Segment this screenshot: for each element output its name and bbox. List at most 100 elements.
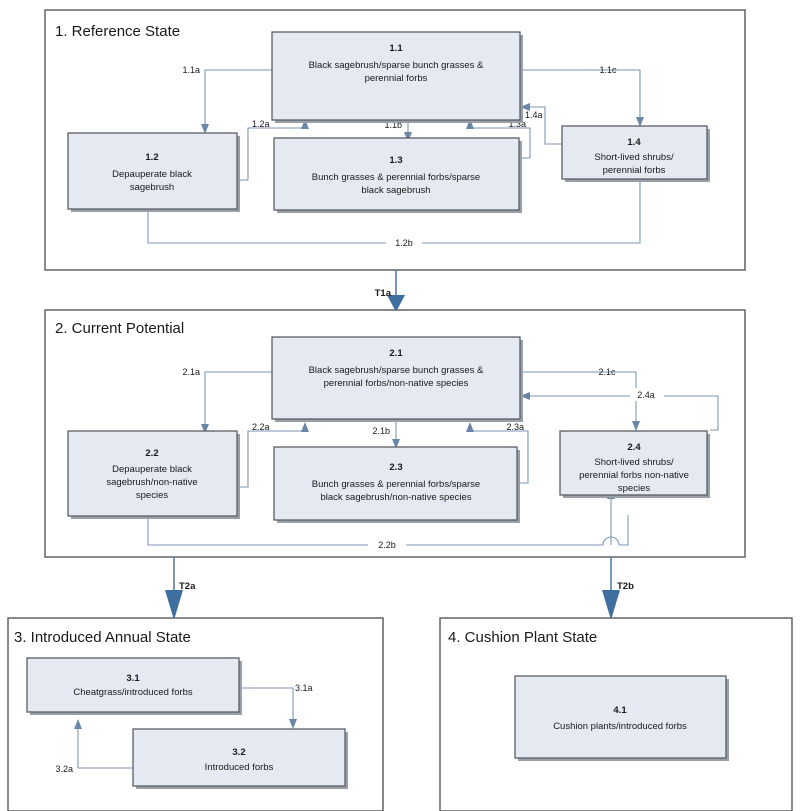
state-title-2: 2. Current Potential xyxy=(55,320,184,337)
node-1-1-line1: Black sagebrush/sparse bunch grasses & xyxy=(309,60,484,71)
edge-label-2-1b: 2.1b xyxy=(372,426,390,436)
node-1-4-line2: perennial forbs xyxy=(603,165,666,176)
edge-label-1-1b: 1.1b xyxy=(384,120,402,130)
arrowhead-t1a xyxy=(387,295,405,312)
connector-3-2a xyxy=(77,728,133,769)
arrowhead-1-1b xyxy=(404,132,412,142)
edge-label-2-1a: 2.1a xyxy=(182,367,200,377)
node-2-3-line1: Bunch grasses & perennial forbs/sparse xyxy=(312,479,480,490)
connectors-state-2: 2.1a 2.2a 2.1b 2.3a 2.1c 2.4a 2.2b xyxy=(147,367,719,552)
connector-2-2b-right xyxy=(619,515,629,546)
node-1-3[interactable]: 1.3 Bunch grasses & perennial forbs/spar… xyxy=(273,137,522,213)
transition-label-t2a: T2a xyxy=(179,581,196,592)
edge-label-2-1c: 2.1c xyxy=(598,367,616,377)
arrowhead-1-4a xyxy=(520,103,530,111)
edge-label-bg-2-4a xyxy=(630,388,664,401)
edge-label-1-1c: 1.1c xyxy=(599,65,617,75)
node-2-2-line1: Depauperate black xyxy=(112,464,192,475)
transition-t2b: T2b xyxy=(602,557,634,620)
connector-3-1a xyxy=(242,687,294,720)
node-1-4-line1: Short-lived shrubs/ xyxy=(594,152,674,163)
connector-1-1a xyxy=(204,69,272,125)
node-2-3[interactable]: 2.3 Bunch grasses & perennial forbs/spar… xyxy=(273,446,520,523)
connector-2-1a xyxy=(204,371,272,425)
node-2-4-line2: perennial forbs non-native xyxy=(579,470,689,481)
arrowhead-1-1a xyxy=(201,124,209,134)
arrowhead-t2a xyxy=(165,590,183,620)
node-2-4-line1: Short-lived shrubs/ xyxy=(594,457,674,468)
node-4-1-number: 4.1 xyxy=(613,705,627,716)
connectors-state-1: 1.1a 1.2a 1.1b 1.3a 1.1c 1.4a 1.2b xyxy=(147,65,644,250)
arrowhead-3-1a xyxy=(289,719,297,729)
arrowhead-2-1a xyxy=(201,424,209,434)
node-2-1-number: 2.1 xyxy=(389,348,403,359)
edge-label-3-1a: 3.1a xyxy=(295,683,313,693)
node-1-3-line2: black sagebrush xyxy=(361,185,430,196)
transition-t1a: T1a xyxy=(375,270,405,312)
connector-2-2b-left xyxy=(147,519,603,546)
node-3-2-number: 3.2 xyxy=(232,747,245,758)
edge-label-1-2a: 1.2a xyxy=(252,119,270,129)
connector-1-2a xyxy=(240,127,305,181)
connectors-state-3: 3.1a 3.2a xyxy=(55,683,312,774)
node-2-2-number: 2.2 xyxy=(145,448,158,459)
arrowhead-2-4a xyxy=(520,392,530,400)
node-1-2-number: 1.2 xyxy=(145,152,158,163)
node-1-3-number: 1.3 xyxy=(389,155,402,166)
arrowhead-2-2a xyxy=(301,422,309,432)
node-1-4[interactable]: 1.4 Short-lived shrubs/ perennial forbs xyxy=(561,125,710,182)
node-2-4-line3: species xyxy=(618,483,650,494)
connector-1-3a xyxy=(470,127,531,159)
state-title-4: 4. Cushion Plant State xyxy=(448,629,597,646)
connector-2-3a xyxy=(470,430,529,484)
connector-2-2a xyxy=(240,430,305,488)
node-2-2-line2: sagebrush/non-native xyxy=(106,477,197,488)
arrowhead-1-1c xyxy=(636,117,644,127)
node-1-4-number: 1.4 xyxy=(627,137,641,148)
node-2-3-number: 2.3 xyxy=(389,462,402,473)
edge-label-2-2a: 2.2a xyxy=(252,422,270,432)
node-3-2-line1: Introduced forbs xyxy=(205,762,274,773)
edge-label-2-2b: 2.2b xyxy=(378,540,396,550)
node-1-2[interactable]: 1.2 Depauperate black sagebrush xyxy=(67,132,240,212)
node-2-2-line3: species xyxy=(136,490,168,501)
node-2-4[interactable]: 2.4 Short-lived shrubs/ perennial forbs … xyxy=(559,430,710,498)
edge-label-1-1a: 1.1a xyxy=(182,65,200,75)
node-4-1[interactable]: 4.1 Cushion plants/introduced forbs xyxy=(514,675,729,761)
arrowhead-3-2a xyxy=(74,719,82,729)
connector-2-4a xyxy=(529,395,719,431)
node-2-2[interactable]: 2.2 Depauperate black sagebrush/non-nati… xyxy=(67,430,240,519)
connector-2-1c xyxy=(520,371,637,422)
node-2-3-line2: black sagebrush/non-native species xyxy=(320,492,471,503)
node-2-1[interactable]: 2.1 Black sagebrush/sparse bunch grasses… xyxy=(271,336,523,422)
node-2-1-line2: perennial forbs/non-native species xyxy=(324,378,469,389)
node-3-1[interactable]: 3.1 Cheatgrass/introduced forbs xyxy=(26,657,242,715)
edge-label-1-2b: 1.2b xyxy=(395,238,413,248)
node-3-2[interactable]: 3.2 Introduced forbs xyxy=(132,728,348,789)
edge-label-2-4a: 2.4a xyxy=(637,390,655,400)
transition-label-t1a: T1a xyxy=(375,288,392,299)
node-1-1[interactable]: 1.1 Black sagebrush/sparse bunch grasses… xyxy=(271,31,523,123)
edge-label-1-3a: 1.3a xyxy=(508,119,526,129)
node-1-2-line1: Depauperate black xyxy=(112,169,192,180)
arrowhead-2-1c xyxy=(632,421,640,431)
connector-1-4a xyxy=(529,106,562,145)
edge-label-1-4a: 1.4a xyxy=(525,110,543,120)
node-3-1-line1: Cheatgrass/introduced forbs xyxy=(73,687,193,698)
node-1-1-number: 1.1 xyxy=(389,43,403,54)
arrowhead-2-1b xyxy=(392,439,400,449)
arrowhead-1-3a xyxy=(466,119,474,129)
transition-t2a: T2a xyxy=(165,557,196,620)
node-1-3-line1: Bunch grasses & perennial forbs/sparse xyxy=(312,172,480,183)
node-1-2-line2: sagebrush xyxy=(130,182,174,193)
node-4-1-line1: Cushion plants/introduced forbs xyxy=(553,721,687,732)
node-1-1-line2: perennial forbs xyxy=(365,73,428,84)
edge-label-bg-2-2b xyxy=(368,538,406,552)
edge-label-2-3a: 2.3a xyxy=(506,422,524,432)
edge-label-3-2a: 3.2a xyxy=(55,764,73,774)
state-title-3: 3. Introduced Annual State xyxy=(14,629,191,646)
arrowhead-2-3a xyxy=(466,422,474,432)
connector-1-1c xyxy=(520,69,641,118)
arrowhead-t2b xyxy=(602,590,620,620)
